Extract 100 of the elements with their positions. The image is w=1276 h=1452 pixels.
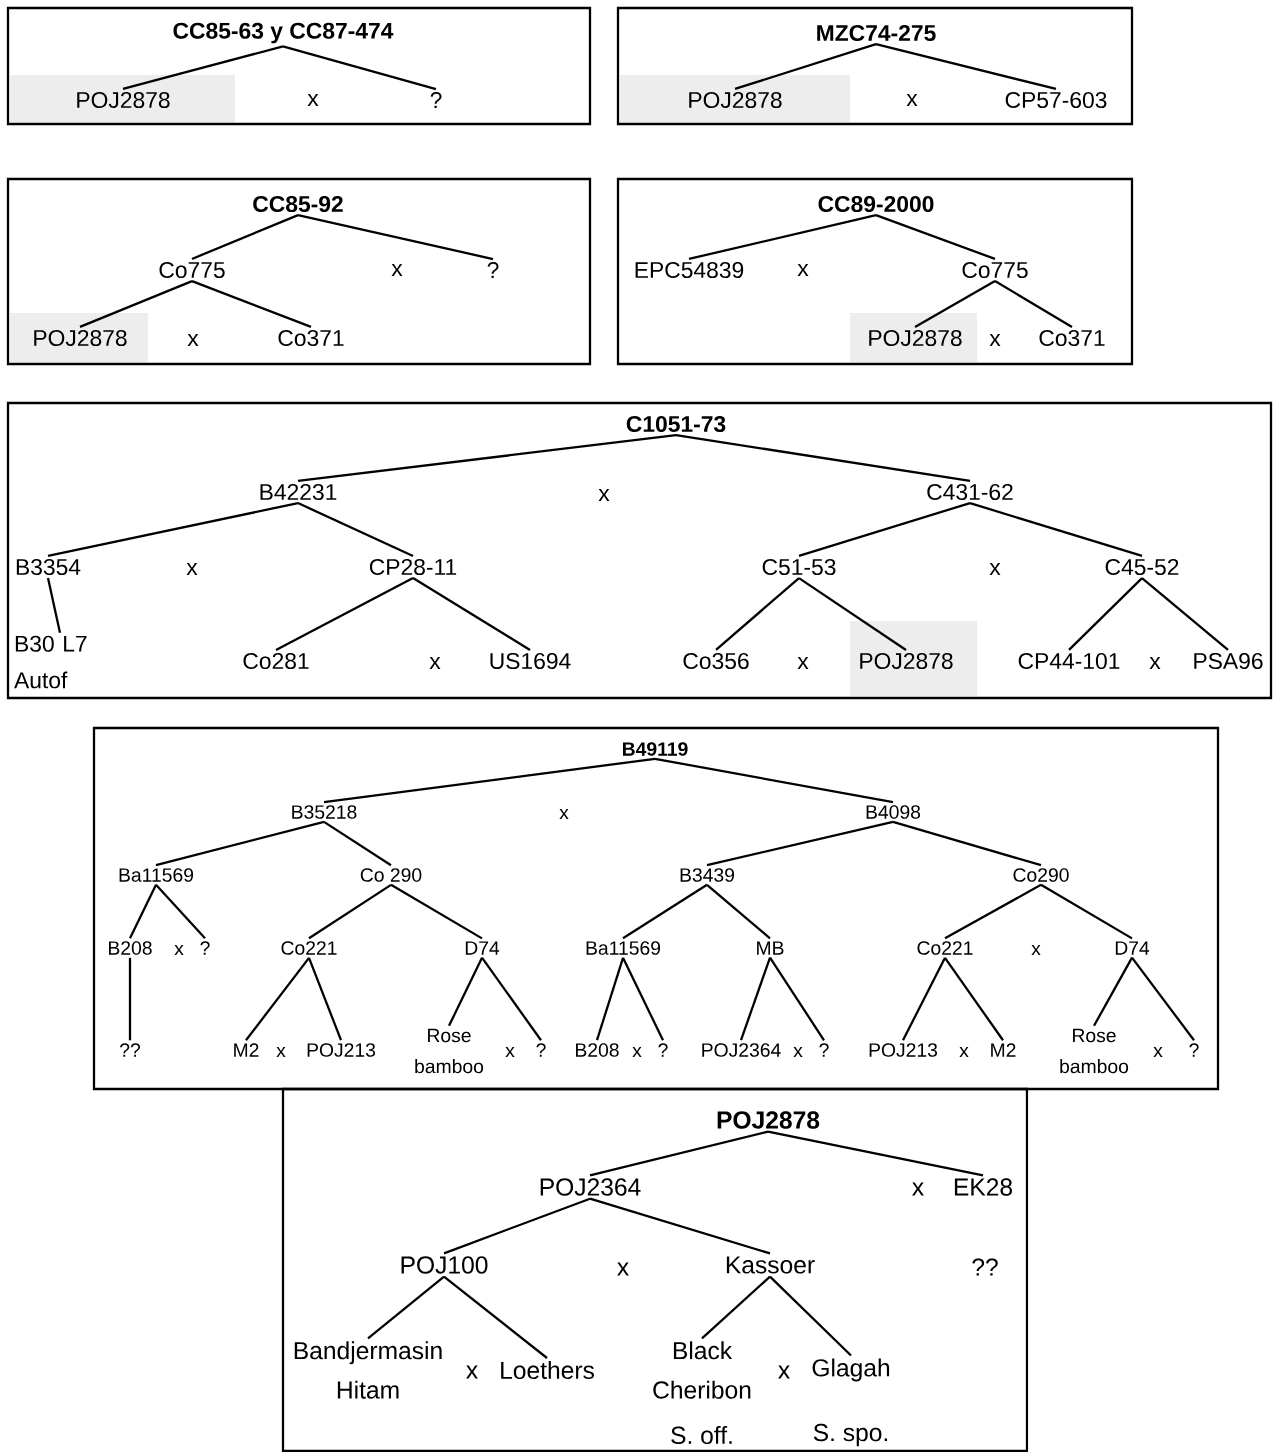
cultivar-label: B30 L7 Autof [14,635,87,689]
pedigree-line [122,45,284,91]
pedigree-line [447,957,484,1027]
pedigree-line [798,577,907,651]
pedigree-line [739,957,772,1041]
cultivar-label: POJ213 [307,1043,376,1057]
highlighted-cultivar-label: POJ2878 [850,313,977,362]
cultivar-label: Co281 [243,652,309,670]
cultivar-label: EPC54839 [635,261,744,279]
cultivar-label: Co221 [281,941,337,955]
cultivar-label: D74 [465,941,500,955]
cultivar-label: Co221 [917,941,973,955]
cross-symbol: x [778,1365,790,1379]
pedigree-line [715,577,800,651]
panel-frame [6,401,1273,700]
pedigree-title: POJ2878 [717,1111,820,1129]
cultivar-label: ? [536,1043,546,1057]
cultivar-label: Co371 [278,329,344,347]
cross-symbol: x [906,93,918,107]
pedigree-line [914,280,996,328]
pedigree-line [595,957,625,1041]
pedigree-line [443,1275,548,1359]
cultivar-label: ? [658,1043,668,1057]
cultivar-label: MB [757,941,784,955]
cross-symbol: x [632,1046,642,1058]
pedigree-title: C1051-73 [626,415,726,433]
cross-symbol: x [617,1262,629,1276]
pedigree-line [875,214,996,260]
cultivar-label: POJ100 [401,1256,488,1274]
cross-symbol: x [276,1046,286,1058]
pedigree-line [481,957,542,1041]
cultivar-label: Kassoer [726,1256,815,1274]
cultivar-label: D74 [1115,941,1150,955]
pedigree-line [1141,577,1229,651]
cross-symbol: x [505,1046,515,1058]
pedigree-line [769,957,825,1041]
pedigree-line [688,213,877,261]
pedigree-line [245,957,310,1041]
pedigree-title: CC85-92 [253,195,343,213]
pedigree-line [155,884,206,940]
cultivar-label: Co775 [159,261,225,279]
cross-symbol: x [1149,656,1161,670]
cultivar-label: Bandjermasin Hitam [294,1341,442,1399]
cross-symbol: ?? [972,1258,998,1276]
panel-frame [281,1087,1029,1452]
pedigree-line [367,1275,445,1340]
highlighted-cultivar-label: POJ2878 [10,75,235,122]
cultivar-label: Co356 [683,652,749,670]
cross-symbol: x [559,808,569,820]
species-label: S. spo. [813,1423,888,1447]
pedigree-line [902,957,946,1041]
cultivar-label: Rose bamboo [415,1028,484,1074]
cross-symbol: x [429,656,441,670]
cultivar-label: ?? [120,1043,141,1057]
cross-symbol: x [1031,944,1041,956]
pedigree-line [701,1275,771,1340]
pedigree-line [128,957,132,1041]
cultivar-label: B208 [576,1043,619,1057]
cultivar-label: M2 [234,1043,259,1057]
pedigree-line [308,883,392,940]
highlighted-cultivar-label: POJ2878 [850,621,977,696]
cultivar-label: Co290 [1013,868,1069,882]
cultivar-label: POJ2364 [540,1178,641,1196]
panel-frame [92,726,1220,1091]
pedigree-line [892,820,1042,867]
cultivar-label: CP57-603 [1005,91,1107,109]
pedigree-line [798,502,971,557]
pedigree-line [767,1130,984,1177]
cultivar-label: Co 290 [360,868,422,882]
cultivar-label: PSA96 [1194,652,1263,670]
cross-symbol: x [391,263,403,277]
pedigree-line [969,502,1143,557]
pedigree-title: MZC74-275 [817,24,936,42]
pedigree-line [47,501,299,558]
cross-symbol: x [1153,1046,1163,1058]
pedigree-line [1131,956,1195,1041]
pedigree-line [128,884,158,939]
pedigree-line [944,957,1004,1041]
cross-symbol: x [598,488,610,502]
cultivar-label: B3354 [16,558,81,576]
cross-symbol: x [186,562,198,576]
cultivar-label: ? [487,262,499,278]
cultivar-label: Co371 [1039,329,1105,347]
cross-symbol: x [187,333,199,347]
pedigree-line [323,820,392,867]
pedigree-line [412,577,531,651]
cultivar-label: US1694 [490,652,571,670]
cultivar-label: EK28 [954,1178,1013,1196]
pedigree-line [675,433,971,483]
cultivar-label: Glagah [812,1358,890,1382]
cultivar-label: Rose bamboo [1060,1028,1129,1074]
cultivar-label: ? [1189,1043,1199,1057]
pedigree-line [1068,577,1143,651]
panel-frame [6,6,592,126]
pedigree-line [944,883,1042,940]
pedigree-line [1093,957,1133,1027]
cross-symbol: x [466,1365,478,1379]
cultivar-label: B208 [109,941,152,955]
pedigree-line [155,820,325,867]
pedigree-line [1040,883,1133,940]
